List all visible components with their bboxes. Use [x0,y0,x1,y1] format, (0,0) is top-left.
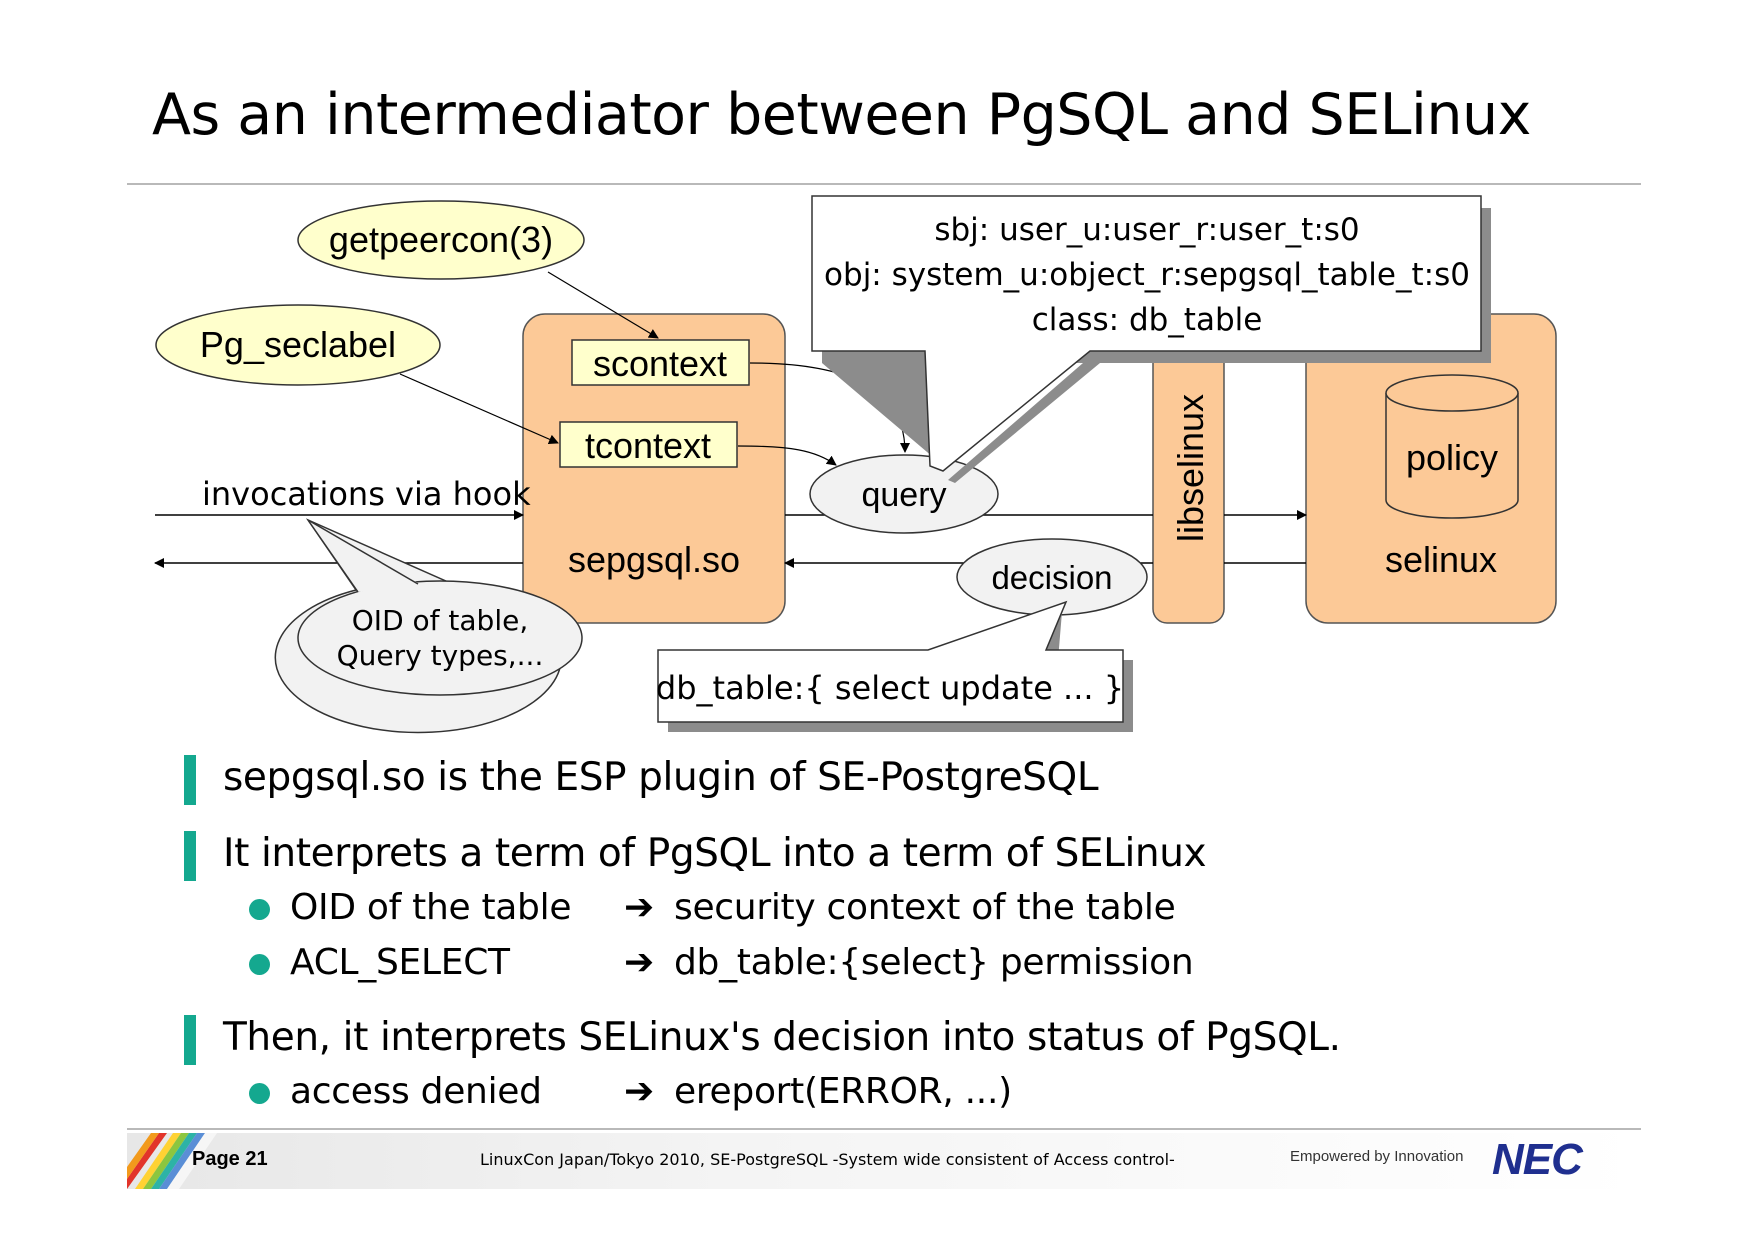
sepgsql-label: sepgsql.so [568,539,740,580]
bullet-bar [184,831,196,881]
page-number: Page 21 [192,1148,268,1170]
tcontext-box [559,421,738,468]
tcontext-label: tcontext [585,425,711,466]
sub-bullet-right: ereport(ERROR, ...) [674,1071,1012,1112]
query-label: query [861,476,946,514]
callout-top-line2: obj: system_u:object_r:sepgsql_table_t:s… [824,257,1470,293]
bullet-bar [184,1015,196,1065]
arrow-icon: ➔ [624,942,655,983]
bullet-text: sepgsql.so is the ESP plugin of SE-Postg… [223,755,1099,800]
oid-bubble-line1: OID of table, [352,604,528,637]
footer-divider [127,1128,1641,1130]
sub-bullet-left: access denied [290,1071,542,1112]
callout-bottom-text: db_table:{ select update ... } [656,669,1124,707]
title-divider [127,183,1641,185]
footer-stripes-graphic [127,1133,217,1189]
policy-cylinder [1385,374,1519,519]
slide-title: As an intermediator between PgSQL and SE… [152,82,1531,148]
arrow-icon: ➔ [624,1071,655,1112]
sub-bullet-right: db_table:{select} permission [674,942,1194,983]
oid-bubble-line2: Query types,... [337,639,544,672]
selinux-label: selinux [1385,539,1497,580]
pg-seclabel-ellipse [155,304,441,386]
footer-band [127,1133,1641,1189]
sub-bullet-dot [249,899,270,920]
footer-caption: LinuxCon Japan/Tokyo 2010, SE-PostgreSQL… [480,1150,1175,1169]
footer-tagline: Empowered by Innovation [1290,1148,1464,1165]
query-ellipse [809,454,999,534]
sub-bullet-dot [249,954,270,975]
sub-bullet-left: ACL_SELECT [290,942,510,983]
decision-label: decision [991,559,1112,596]
bullet-text: Then, it interprets SELinux's decision i… [223,1015,1341,1060]
sub-bullet-right: security context of the table [674,887,1176,928]
invocations-label: invocations via hook [202,475,531,513]
callout-top-line3: class: db_table [1032,302,1263,338]
callout-top-line1: sbj: user_u:user_r:user_t:s0 [934,212,1359,248]
callout-bottom [657,600,1124,723]
sub-bullet-dot [249,1083,270,1104]
callout-top [811,195,1482,472]
bullet-text: It interprets a term of PgSQL into a ter… [223,831,1207,876]
sub-bullet-left: OID of the table [290,887,572,928]
scontext-label: scontext [593,343,727,384]
architecture-diagram: getpeercon(3) Pg_seclabel scontext tcont… [154,195,1557,734]
pg-seclabel-label: Pg_seclabel [200,324,396,365]
sepgsql-box [522,313,786,624]
policy-label: policy [1406,437,1498,478]
getpeercon-label: getpeercon(3) [329,219,553,260]
bullet-bar [184,755,196,805]
arrow-icon: ➔ [624,887,655,928]
scontext-box [571,339,750,386]
libselinux-label: libselinux [1170,394,1211,542]
getpeercon-ellipse [297,200,585,280]
nec-logo: NEC [1492,1135,1583,1184]
